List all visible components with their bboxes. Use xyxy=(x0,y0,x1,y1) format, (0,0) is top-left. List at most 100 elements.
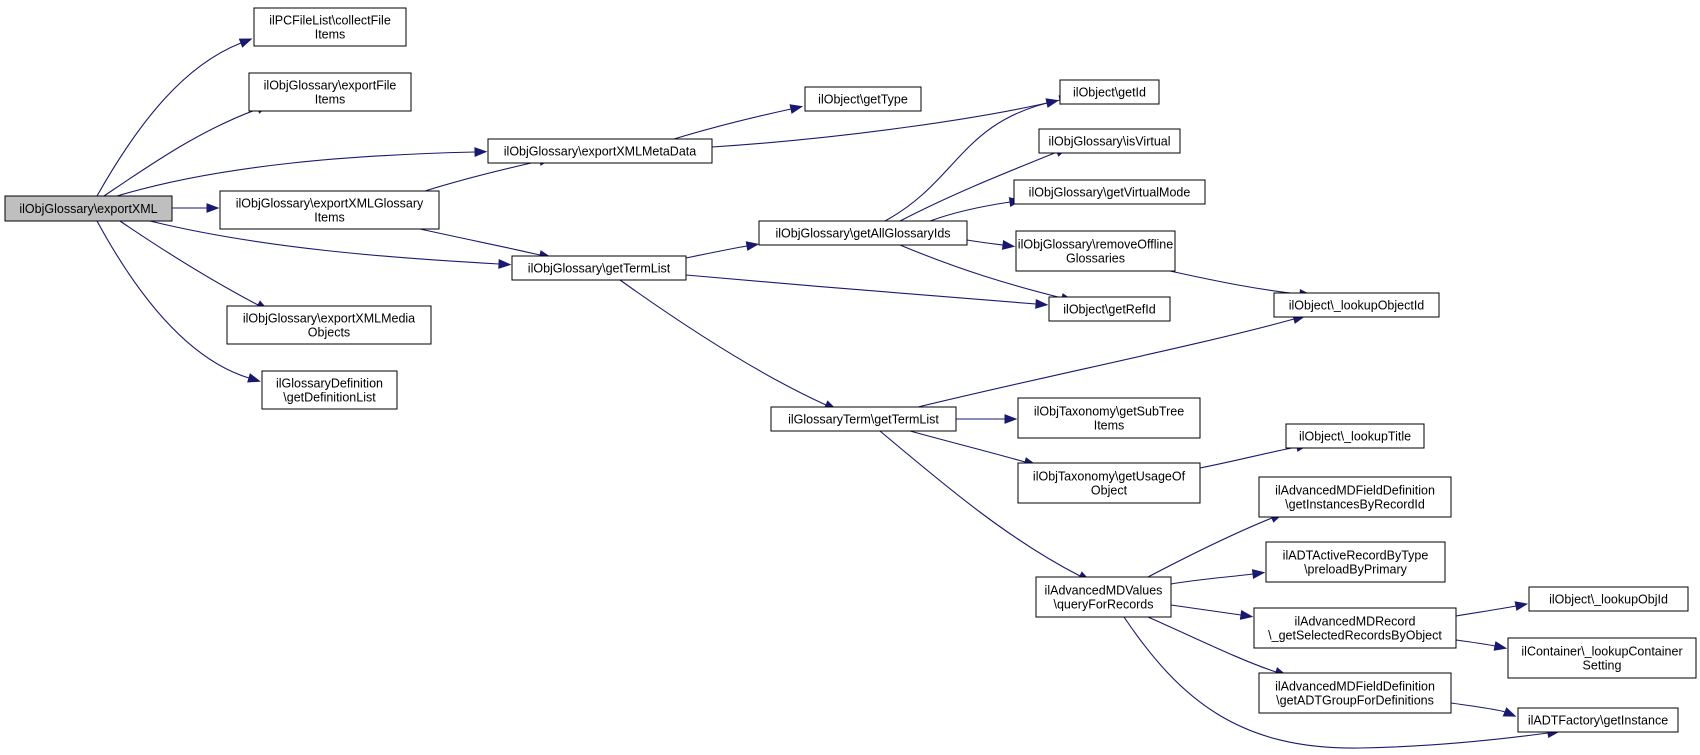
node-box[interactable] xyxy=(1507,637,1697,679)
edge-line xyxy=(116,151,476,197)
node-box[interactable] xyxy=(219,190,440,230)
edge-arrowhead xyxy=(498,259,512,269)
edge-line xyxy=(149,220,500,265)
edge-line xyxy=(1170,573,1254,585)
node-box[interactable] xyxy=(1285,423,1425,449)
function-node[interactable]: ilObject\_lookupObjectId xyxy=(1273,292,1440,318)
edge-arrowhead xyxy=(474,147,488,157)
function-node[interactable]: ilAdvancedMDFieldDefinition\getInstances… xyxy=(1258,476,1452,518)
edge-n0-n3 xyxy=(116,147,488,197)
function-node[interactable]: ilObjGlossary\getAllGlossaryIds xyxy=(758,220,968,246)
node-label: ilObject\getType xyxy=(818,93,908,107)
edge-n0-n6 xyxy=(119,220,269,311)
edge-n12-n16 xyxy=(917,314,1306,408)
node-box[interactable] xyxy=(770,406,957,432)
root-node[interactable]: ilObjGlossary\exportXML xyxy=(4,195,173,222)
node-box[interactable] xyxy=(4,195,173,222)
node-box[interactable] xyxy=(1017,397,1201,439)
function-node[interactable]: ilObjGlossary\getTermList xyxy=(511,255,687,281)
node-box[interactable] xyxy=(1059,79,1160,105)
node-box[interactable] xyxy=(261,370,398,410)
node-box[interactable] xyxy=(248,72,412,112)
function-node[interactable]: ilObjGlossary\exportXMLMetaData xyxy=(487,138,713,164)
node-box[interactable] xyxy=(1035,576,1172,618)
node-box[interactable] xyxy=(1258,672,1452,714)
edge-line xyxy=(879,430,1081,577)
function-node[interactable]: ilObject\_lookupObjId xyxy=(1528,586,1689,612)
node-label: ilObjGlossary\exportXMLGlossary xyxy=(236,197,424,211)
function-node[interactable]: ilGlossaryDefinition\getDefinitionList xyxy=(261,370,398,410)
node-box[interactable] xyxy=(253,7,407,47)
node-box[interactable] xyxy=(758,220,968,246)
function-node[interactable]: ilADTActiveRecordByType\preloadByPrimary xyxy=(1265,541,1446,583)
edge-line xyxy=(1455,639,1496,647)
edge-n3-n8 xyxy=(673,104,804,140)
edge-line xyxy=(619,279,827,406)
node-box[interactable] xyxy=(1038,128,1181,154)
node-box[interactable] xyxy=(1048,296,1171,322)
node-label: ilObjGlossary\exportFile xyxy=(264,79,397,93)
function-node[interactable]: ilAdvancedMDFieldDefinition\getADTGroupF… xyxy=(1258,672,1452,714)
edge-n12-n19 xyxy=(879,430,1092,582)
edge-n24-n27 xyxy=(1450,702,1517,717)
node-label: ilObjTaxonomy\getUsageOf xyxy=(1033,470,1186,484)
function-node[interactable]: ilObject\getId xyxy=(1059,79,1160,105)
node-label: ilObjGlossary\exportXMLMedia xyxy=(243,312,415,326)
node-label: \getDefinitionList xyxy=(283,391,376,405)
node-box[interactable] xyxy=(1015,230,1176,272)
node-label: ilAdvancedMDRecord xyxy=(1295,615,1416,629)
edge-line xyxy=(119,220,259,306)
edge-n0-n5 xyxy=(149,220,512,269)
edge-line xyxy=(966,239,1004,246)
node-box[interactable] xyxy=(1258,476,1452,518)
edge-line xyxy=(899,244,1063,299)
node-box[interactable] xyxy=(1528,586,1689,612)
node-label: ilGlossaryTerm\getTermList xyxy=(788,413,939,427)
edge-n23-n26 xyxy=(1455,639,1508,651)
node-box[interactable] xyxy=(1017,462,1201,504)
function-node[interactable]: ilGlossaryTerm\getTermList xyxy=(770,406,957,432)
function-node[interactable]: ilObject\_lookupTitle xyxy=(1285,423,1425,449)
edge-n10-n15 xyxy=(966,239,1016,250)
function-node[interactable]: ilObjGlossary\isVirtual xyxy=(1038,128,1181,154)
node-box[interactable] xyxy=(1265,541,1446,583)
edge-line xyxy=(685,245,748,259)
edge-line xyxy=(909,430,1026,463)
function-node[interactable]: ilAdvancedMDValues\queryForRecords xyxy=(1035,576,1172,618)
edge-arrowhead xyxy=(1239,610,1254,620)
node-box[interactable] xyxy=(511,255,687,281)
node-box[interactable] xyxy=(1517,707,1679,733)
node-box[interactable] xyxy=(1013,179,1206,205)
function-node[interactable]: ilAdvancedMDRecord\_getSelectedRecordsBy… xyxy=(1253,607,1457,649)
node-label: ilObject\_lookupObjectId xyxy=(1289,299,1425,313)
node-label: Items xyxy=(315,93,346,107)
edge-arrowhead xyxy=(1004,414,1018,424)
node-label: ilObjGlossary\getVirtualMode xyxy=(1029,186,1191,200)
edge-line xyxy=(1123,616,1549,749)
function-node[interactable]: ilObject\getType xyxy=(804,86,922,112)
node-box[interactable] xyxy=(1253,607,1457,649)
node-label: ilObjGlossary\getTermList xyxy=(528,262,671,276)
node-box[interactable] xyxy=(226,305,432,345)
node-box[interactable] xyxy=(487,138,713,164)
node-label: ilObject\getRefId xyxy=(1063,303,1155,317)
function-node[interactable]: ilADTFactory\getInstance xyxy=(1517,707,1679,733)
node-label: Items xyxy=(314,211,345,225)
edge-n10-n14 xyxy=(929,197,1023,222)
function-node[interactable]: ilObjGlossary\getVirtualMode xyxy=(1013,179,1206,205)
edge-line xyxy=(1450,702,1506,713)
node-box[interactable] xyxy=(804,86,922,112)
edge-n0-n2 xyxy=(103,104,270,197)
edge-line xyxy=(1169,270,1301,295)
node-box[interactable] xyxy=(1273,292,1440,318)
function-node[interactable]: ilObject\getRefId xyxy=(1048,296,1171,322)
